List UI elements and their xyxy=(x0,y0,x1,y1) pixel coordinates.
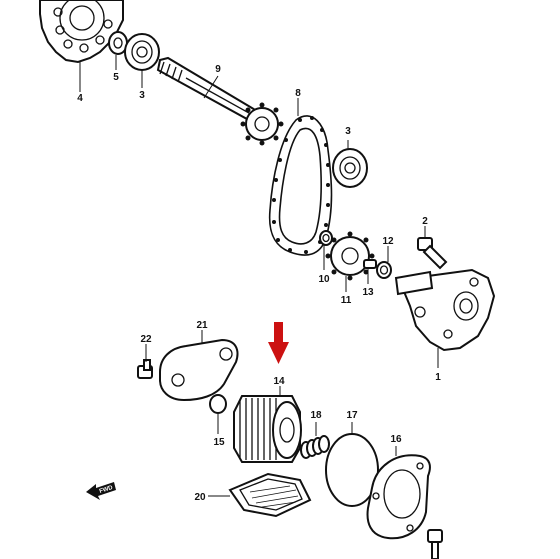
callout-12: 12 xyxy=(382,236,394,247)
callout-18: 18 xyxy=(310,410,322,421)
callout-5: 5 xyxy=(113,72,119,83)
callout-10: 10 xyxy=(318,274,330,285)
callout-21: 21 xyxy=(196,320,208,331)
callout-22: 22 xyxy=(140,334,152,345)
part-18-spring[interactable] xyxy=(300,435,330,459)
part-20-gasket[interactable] xyxy=(228,472,312,518)
cover-bolt[interactable] xyxy=(427,529,443,559)
callout-1: 1 xyxy=(435,372,441,383)
part-11-driven-sprocket[interactable] xyxy=(325,231,375,281)
part-22-bolt[interactable] xyxy=(137,359,153,379)
part-9-shaft[interactable] xyxy=(156,56,264,126)
part-1-oil-pump[interactable] xyxy=(394,268,496,352)
callout-20: 20 xyxy=(194,492,206,503)
part-16-filter-cover[interactable] xyxy=(366,454,431,540)
callout-3-mid: 3 xyxy=(345,126,351,137)
part-8-chain[interactable] xyxy=(268,115,333,256)
part-14-oil-filter[interactable] xyxy=(233,395,302,463)
part-3-bearing-mid[interactable] xyxy=(332,148,368,188)
forward-direction-marker: FWD xyxy=(86,482,116,500)
svg-text:FWD: FWD xyxy=(99,485,114,495)
part-2-bolt[interactable] xyxy=(417,237,448,270)
part-21-plate[interactable] xyxy=(159,338,239,402)
callout-14: 14 xyxy=(273,376,285,387)
part-15-o-ring[interactable] xyxy=(209,394,227,414)
callout-2: 2 xyxy=(422,216,428,227)
part-13-pin[interactable] xyxy=(363,259,377,269)
callout-16: 16 xyxy=(390,434,402,445)
part-12-washer[interactable] xyxy=(376,261,392,279)
callout-4: 4 xyxy=(77,93,83,104)
callout-15: 15 xyxy=(213,437,225,448)
part-10-washer[interactable] xyxy=(319,230,333,246)
callout-17: 17 xyxy=(346,410,358,421)
callout-11: 11 xyxy=(341,295,352,306)
callout-9: 9 xyxy=(215,64,221,75)
part-3-bearing-top[interactable] xyxy=(124,33,160,71)
callout-8: 8 xyxy=(295,88,301,99)
callout-3-top: 3 xyxy=(139,90,145,101)
part-8-chain-sprocket[interactable] xyxy=(240,102,284,146)
part-4-sprocket[interactable] xyxy=(39,0,124,64)
callout-13: 13 xyxy=(362,287,374,298)
highlight-arrow xyxy=(268,322,289,364)
